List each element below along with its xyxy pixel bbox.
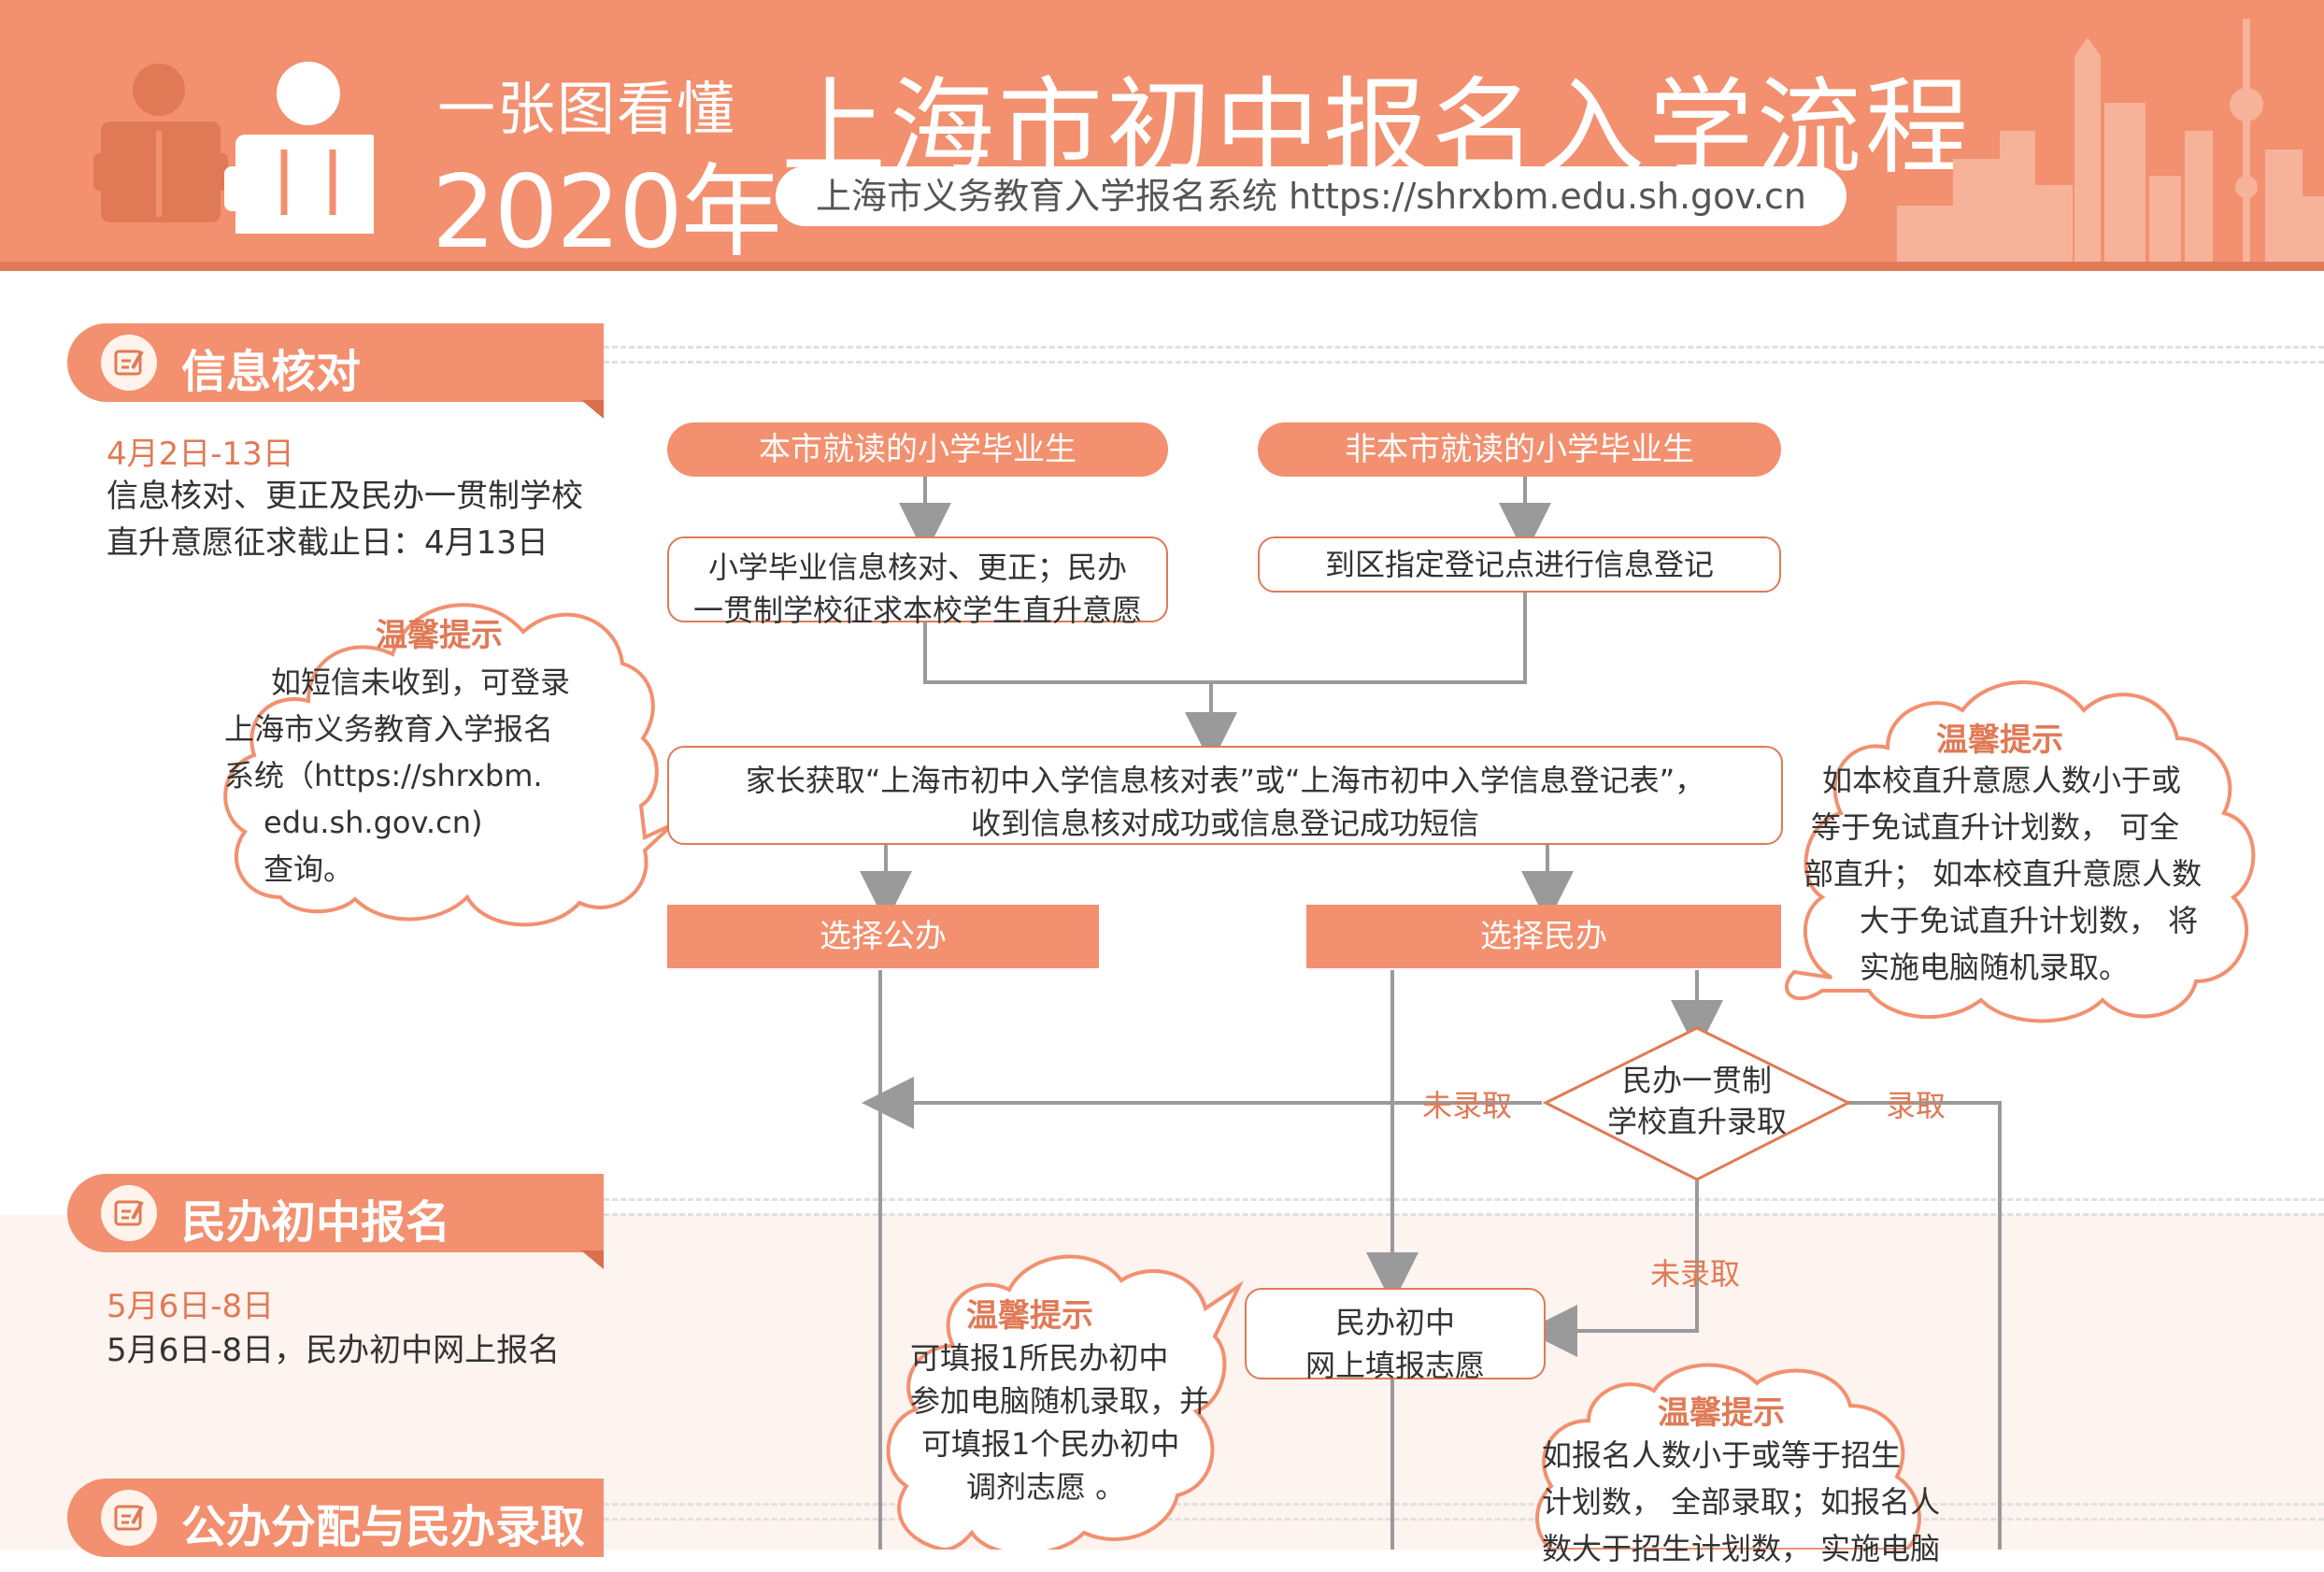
tip-cloud-right — [1785, 680, 2256, 1023]
tip-line: 参加电脑随机录取，并 — [910, 1383, 1210, 1419]
start-nonlocal-graduates: 非本市就读的小学毕业生 — [1258, 422, 1781, 477]
reading-people-icon — [93, 62, 374, 234]
edit-note-icon — [101, 1185, 157, 1241]
header-banner: 一张图看懂 2020年 上海市初中报名入学流程 上海市义务教育入学报名系统 ht… — [0, 0, 2324, 271]
tip-line: 上海市义务教育入学报名 — [224, 711, 554, 747]
tip-line: 如本校直升意愿人数小于或 — [1822, 763, 2182, 798]
dashed-divider — [604, 1198, 2324, 1201]
section-tab-private-apply: 民办初中报名 — [67, 1174, 604, 1269]
tip-cloud-left — [223, 603, 675, 927]
section-label: 信息核对 — [181, 346, 362, 398]
section-tab-info-check: 信息核对 — [67, 323, 604, 419]
dashed-divider — [604, 361, 2324, 364]
tip-line: edu.sh.gov.cn) — [264, 805, 483, 840]
parent-receive-box: 家长获取“上海市初中入学信息核对表”或“上海市初中入学信息登记表”， 收到信息核… — [667, 746, 1783, 845]
tip-title: 温馨提示 — [1936, 722, 2063, 759]
tip-line: 实施电脑随机录取。 — [1860, 950, 2130, 985]
tip-line: 计划数， 全部录取；如报名人 — [1542, 1484, 1941, 1520]
tip-cloud-bottom — [1535, 1363, 1921, 1550]
tip-cloud-middle — [886, 1254, 1244, 1550]
tip-line: 等于免试直升计划数， 可全 — [1811, 809, 2180, 845]
section-date: 4月2日-13日 — [107, 436, 294, 473]
dashed-divider — [604, 346, 2324, 349]
box-line: 小学毕业信息核对、更正；民办 — [707, 550, 1127, 585]
dashed-divider — [604, 1518, 2324, 1521]
tip-line: 可填报1所民办初中 — [910, 1340, 1169, 1376]
decision-line: 民办一贯制 — [1621, 1063, 1772, 1098]
not-admitted-label: 未录取 — [1422, 1088, 1513, 1123]
register-nonlocal-box: 到区指定登记点进行信息登记 — [1258, 536, 1781, 593]
dashed-divider — [604, 1503, 2324, 1506]
box-line: 收到信息核对成功或信息登记成功短信 — [970, 806, 1479, 841]
header-divider — [0, 262, 2324, 271]
box-line: 一贯制学校征求本校学生直升意愿 — [692, 593, 1142, 628]
section-desc-line: 信息核对、更正及民办一贯制学校 — [107, 478, 583, 515]
admitted-label: 录取 — [1886, 1088, 1946, 1123]
section-desc-line: 直升意愿征求截止日：4月13日 — [107, 524, 549, 562]
edit-note-icon — [101, 335, 157, 391]
tip-title: 温馨提示 — [966, 1297, 1093, 1335]
not-admitted-label: 未录取 — [1650, 1256, 1741, 1292]
tip-line: 如短信未收到，可登录 — [271, 665, 571, 700]
header-year: 2020年 — [432, 154, 782, 271]
tip-line: 可填报1个民办初中 — [921, 1426, 1180, 1462]
header-subtitle: 一张图看懂 — [437, 75, 737, 143]
system-url-pill[interactable]: 上海市义务教育入学报名系统 https://shrxbm.edu.sh.gov.… — [776, 166, 1846, 226]
section-desc-line: 5月6日-8日，民办初中网上报名 — [107, 1332, 561, 1369]
tip-title: 温馨提示 — [376, 617, 503, 654]
tip-line: 如报名人数小于或等于招生 — [1542, 1437, 1902, 1473]
box-line: 民办初中 — [1334, 1305, 1455, 1340]
tip-title: 温馨提示 — [1658, 1394, 1785, 1432]
tip-line: 部直升； 如本校直升意愿人数 — [1804, 856, 2203, 892]
tip-line: 系统（https://shrxbm. — [224, 758, 543, 793]
decision-diamond — [1542, 1026, 1852, 1181]
choose-private-box: 选择民办 — [1306, 905, 1781, 968]
tip-line: 大于免试直升计划数， 将 — [1860, 903, 2199, 938]
city-skyline-icon — [1897, 19, 2324, 264]
box-line: 网上填报志愿 — [1305, 1348, 1485, 1383]
tip-line: 查询。 — [264, 851, 354, 887]
dashed-divider — [604, 1213, 2324, 1216]
start-local-graduates: 本市就读的小学毕业生 — [667, 422, 1168, 477]
tip-line: 数大于招生计划数， 实施电脑 — [1542, 1531, 1941, 1566]
choose-public-box: 选择公办 — [667, 905, 1099, 968]
section-label: 公办分配与民办录取 — [181, 1501, 586, 1553]
tip-line: 调剂志愿 。 — [966, 1469, 1126, 1505]
section-date: 5月6日-8日 — [107, 1288, 275, 1325]
section-tab-public-allocation: 公办分配与民办录取 — [67, 1479, 604, 1557]
verify-local-box: 小学毕业信息核对、更正；民办 一贯制学校征求本校学生直升意愿 — [667, 536, 1168, 628]
decision-line: 学校直升录取 — [1606, 1104, 1787, 1139]
edit-note-icon — [101, 1490, 157, 1546]
private-apply-box: 民办初中 网上填报志愿 — [1245, 1288, 1546, 1383]
decision-label: 民办一贯制 学校直升录取 — [1570, 1060, 1824, 1142]
section-label: 民办初中报名 — [181, 1196, 451, 1249]
box-line: 家长获取“上海市初中入学信息核对表”或“上海市初中入学信息登记表”， — [745, 763, 1705, 798]
